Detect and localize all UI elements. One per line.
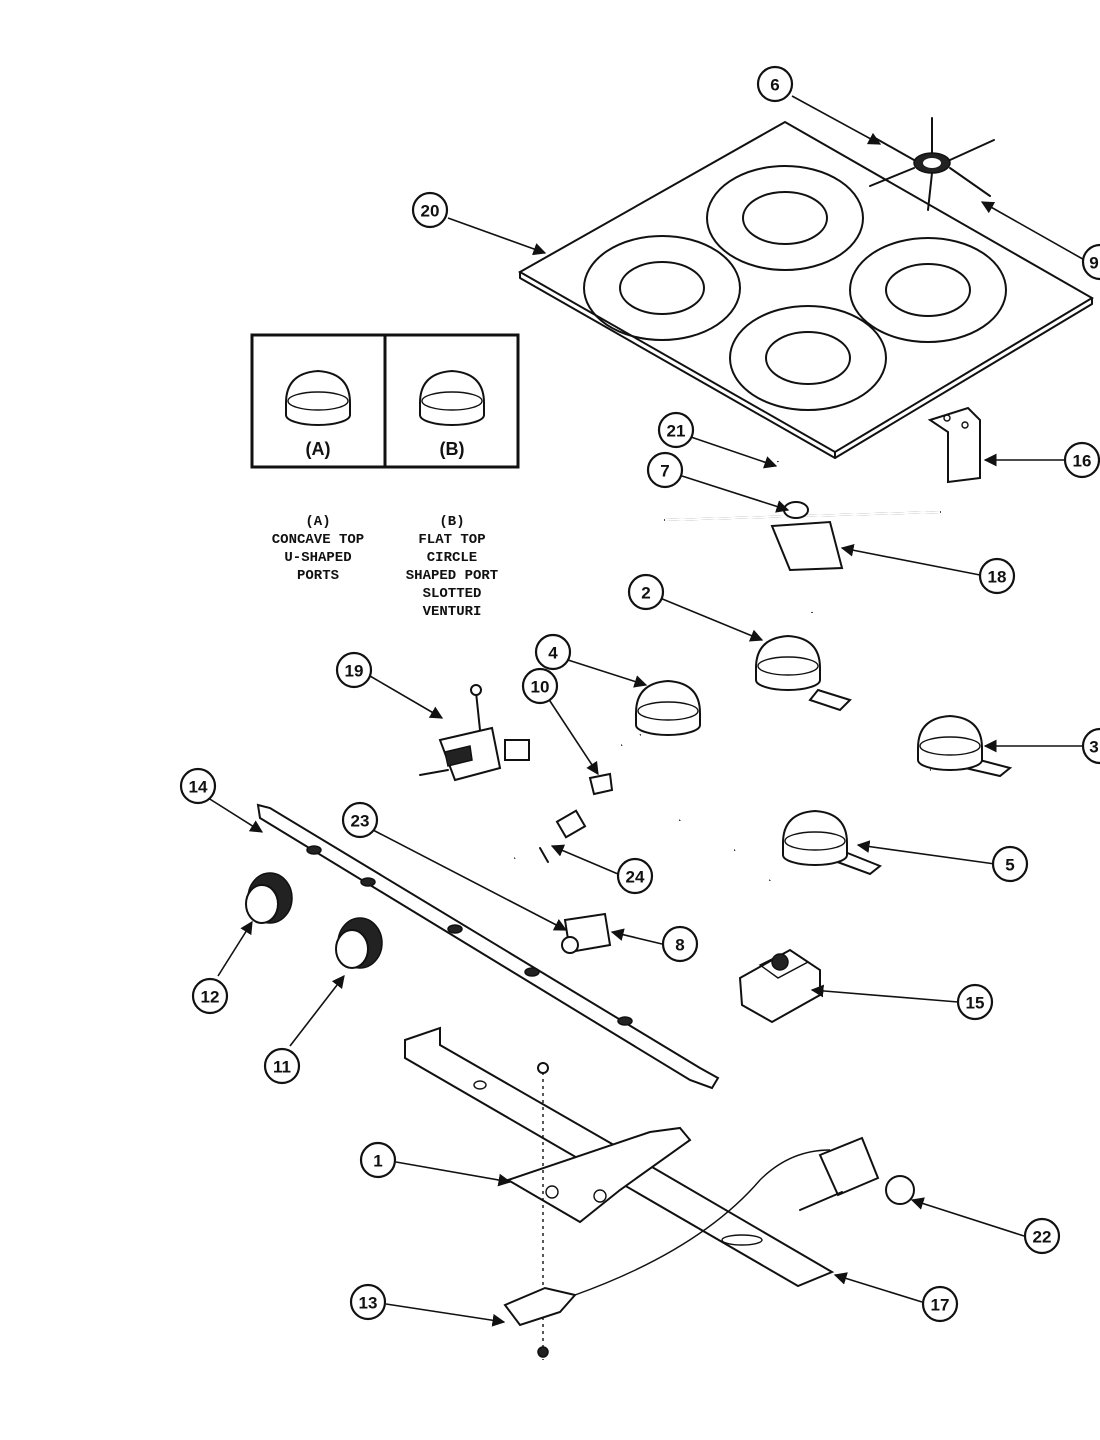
manifold-bar [256, 803, 720, 1090]
note-b-line: SLOTTED [423, 586, 482, 602]
svg-text:10: 10 [531, 678, 550, 697]
note-b: (B) FLAT TOP CIRCLE SHAPED PORT SLOTTED … [406, 514, 498, 620]
svg-text:20: 20 [421, 202, 440, 221]
svg-text:1: 1 [373, 1152, 382, 1171]
note-a-line: CONCAVE TOP [272, 532, 364, 548]
burner-grate [869, 117, 995, 211]
ignition-switch [561, 912, 612, 954]
burner-variant-inset: (A) (B) [250, 333, 520, 469]
svg-text:14: 14 [189, 778, 208, 797]
note-a-line: PORTS [297, 568, 339, 584]
pressure-regulator [738, 948, 821, 1024]
svg-text:16: 16 [1073, 452, 1092, 471]
callout-6: 6 [756, 65, 794, 103]
svg-text:19: 19 [345, 662, 364, 681]
callout-10: 10 [521, 667, 559, 705]
callout-11: 11 [263, 1047, 301, 1085]
callout-2: 2 [627, 573, 665, 611]
note-a: (A) CONCAVE TOP U-SHAPED PORTS [272, 514, 364, 584]
spark-electrode [513, 809, 587, 863]
callout-16: 16 [1063, 441, 1100, 479]
svg-text:4: 4 [548, 644, 558, 663]
callout-15: 15 [956, 983, 994, 1021]
callout-21: 21 [657, 411, 695, 449]
callout-7: 7 [646, 451, 684, 489]
svg-text:5: 5 [1005, 856, 1014, 875]
callout-5: 5 [991, 845, 1029, 883]
callout-3: 3 [1081, 727, 1100, 765]
burner-4 [619, 680, 701, 749]
svg-text:2: 2 [641, 584, 650, 603]
crossover-assembly [664, 461, 941, 613]
igniter [503, 1149, 831, 1327]
svg-text:13: 13 [359, 1294, 378, 1313]
svg-text:18: 18 [988, 568, 1007, 587]
callout-17: 17 [921, 1285, 959, 1323]
svg-text:23: 23 [351, 812, 370, 831]
callout-9: 9 [1081, 243, 1100, 281]
note-b-line: (B) [439, 514, 464, 530]
cooktop-panel [517, 120, 1094, 459]
note-a-line: (A) [305, 514, 330, 530]
callouts: 6 20 9 21 16 7 18 2 4 10 19 3 14 23 5 24… [179, 65, 1100, 1323]
callout-23: 23 [341, 801, 379, 839]
note-b-line: FLAT TOP [418, 532, 485, 548]
gas-valve [419, 684, 530, 782]
orifice-hood [588, 772, 614, 796]
leader-lines [204, 95, 1089, 1327]
burner-2 [676, 635, 852, 824]
svg-text:17: 17 [931, 1296, 950, 1315]
svg-text:24: 24 [626, 868, 645, 887]
note-b-line: SHAPED PORT [406, 568, 498, 584]
note-a-line: U-SHAPED [284, 550, 351, 566]
inset-label-a: (A) [306, 439, 331, 459]
callout-13: 13 [349, 1283, 387, 1321]
note-b-line: VENTURI [423, 604, 482, 620]
burner-3 [732, 715, 1013, 854]
callout-4: 4 [534, 633, 572, 671]
svg-text:21: 21 [667, 422, 686, 441]
callout-20: 20 [411, 191, 449, 229]
valve-22 [799, 1136, 915, 1211]
callout-19: 19 [335, 651, 373, 689]
callout-12: 12 [191, 977, 229, 1015]
svg-text:6: 6 [770, 76, 779, 95]
svg-text:22: 22 [1033, 1228, 1052, 1247]
bracket [927, 406, 981, 484]
svg-text:7: 7 [660, 462, 669, 481]
callout-18: 18 [978, 557, 1016, 595]
callout-14: 14 [179, 767, 217, 805]
inset-label-b: (B) [440, 439, 465, 459]
burner-5 [766, 810, 882, 884]
svg-text:11: 11 [273, 1058, 291, 1077]
svg-text:3: 3 [1089, 738, 1098, 757]
callout-8: 8 [661, 925, 699, 963]
note-b-line: CIRCLE [427, 550, 477, 566]
svg-text:9: 9 [1089, 254, 1098, 273]
svg-text:15: 15 [966, 994, 985, 1013]
callout-1: 1 [359, 1141, 397, 1179]
svg-text:12: 12 [201, 988, 220, 1007]
svg-text:8: 8 [675, 936, 684, 955]
knob-11 [335, 917, 383, 969]
callout-22: 22 [1023, 1217, 1061, 1255]
callout-24: 24 [616, 857, 654, 895]
knob-12 [245, 872, 293, 924]
burner-bracket [505, 1126, 692, 1224]
